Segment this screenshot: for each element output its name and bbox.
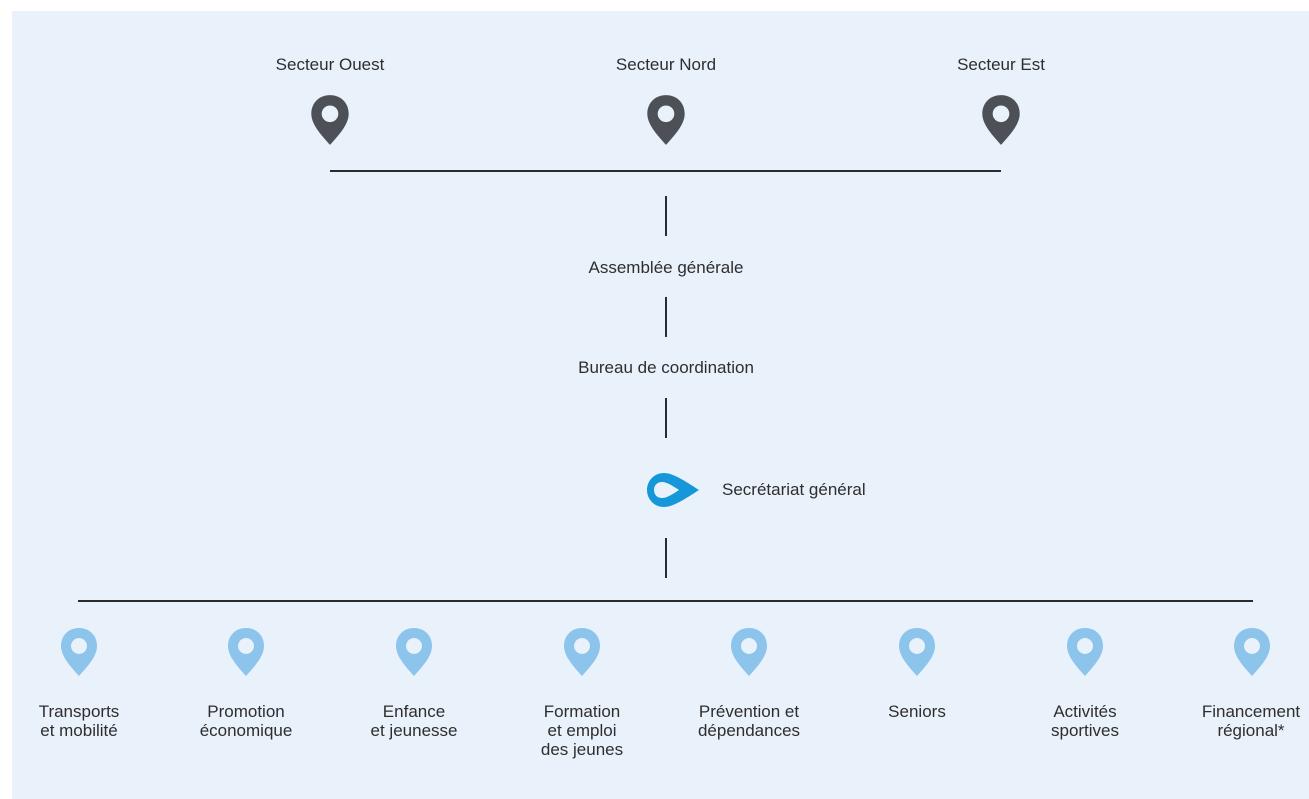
drop-logo-icon xyxy=(647,473,699,507)
location-pin-icon xyxy=(982,95,1020,145)
bureau-label: Bureau de coordination xyxy=(578,358,754,377)
category-label-formation: Formation et emploi des jeunes xyxy=(540,702,624,759)
category-label-financement: Financement régional* xyxy=(1201,702,1301,740)
connector-line xyxy=(665,538,667,578)
location-pin-icon xyxy=(1234,628,1270,676)
category-label-prevention: Prévention et dépendances xyxy=(697,702,801,740)
location-pin-icon xyxy=(731,628,767,676)
connector-line xyxy=(665,196,667,236)
sector-label-nord: Secteur Nord xyxy=(615,55,717,74)
location-pin-icon xyxy=(647,95,685,145)
categories-connector-line xyxy=(78,600,1253,602)
connector-line xyxy=(665,297,667,337)
category-label-enfance: Enfance et jeunesse xyxy=(370,702,458,740)
category-label-seniors: Seniors xyxy=(888,702,946,721)
location-pin-icon xyxy=(899,628,935,676)
location-pin-icon xyxy=(1067,628,1103,676)
category-label-activites: Activités sportives xyxy=(1050,702,1120,740)
sectors-connector-line xyxy=(330,170,1001,172)
category-label-promotion: Promotion économique xyxy=(199,702,293,740)
assembly-label: Assemblée générale xyxy=(588,258,744,277)
connector-line xyxy=(665,398,667,438)
sector-label-ouest: Secteur Ouest xyxy=(275,55,385,74)
location-pin-icon xyxy=(61,628,97,676)
location-pin-icon xyxy=(228,628,264,676)
sector-label-est: Secteur Est xyxy=(957,55,1045,74)
location-pin-icon xyxy=(396,628,432,676)
location-pin-icon xyxy=(564,628,600,676)
location-pin-icon xyxy=(311,95,349,145)
secretariat-label: Secrétariat général xyxy=(722,480,866,499)
category-label-transports: Transports et mobilité xyxy=(38,702,120,740)
org-chart-canvas xyxy=(12,11,1309,799)
